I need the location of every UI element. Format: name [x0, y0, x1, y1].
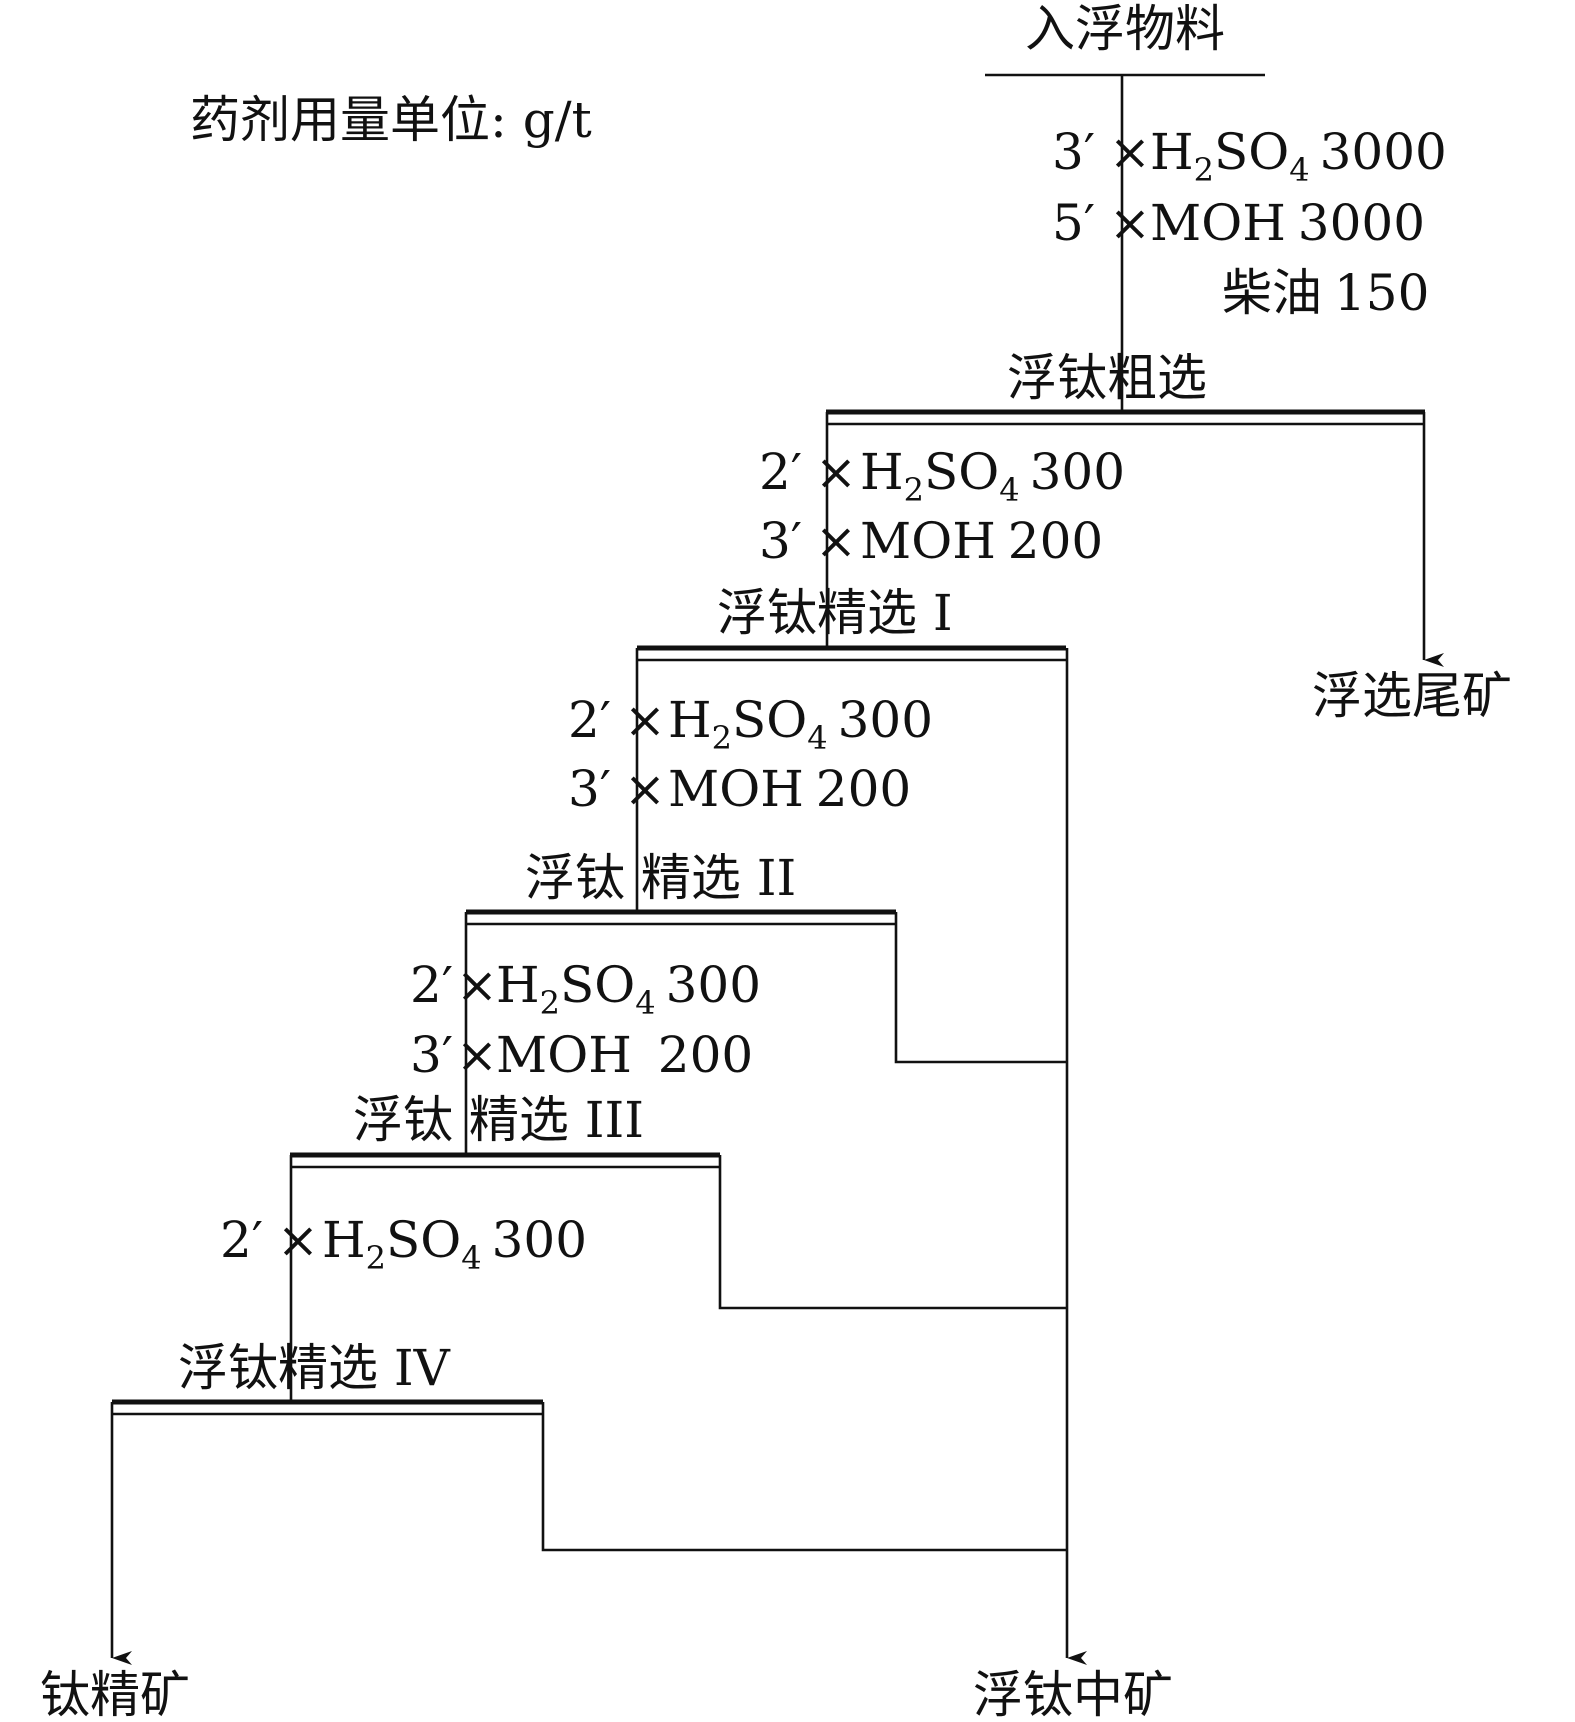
- reagent-separator: ×: [624, 691, 666, 749]
- dosage-unit-note: 药剂用量单位: g/t: [190, 91, 592, 149]
- product-concentrate-label: 钛精矿: [40, 1666, 190, 1722]
- reagent-separator: ×: [815, 512, 857, 570]
- reagent-separator: ×: [277, 1211, 319, 1269]
- cleaner-4-tails-line: [541, 1402, 1067, 1552]
- reagent-separator: ×: [456, 1026, 498, 1084]
- reagent-separator: ×: [815, 443, 857, 501]
- reagent-time: 2′: [410, 956, 453, 1014]
- reagent-time: 3′: [759, 512, 802, 570]
- product-tailings-label: 浮选尾矿: [1312, 667, 1512, 725]
- product-middlings-label: 浮钛中矿: [973, 1666, 1173, 1722]
- cleaner-3-tails-line: [718, 1155, 1067, 1310]
- reagent-time: 3′: [568, 760, 611, 818]
- stage-label-cleaner-2: 浮钛 精选 II: [525, 849, 796, 907]
- feed-label: 入浮物料: [1025, 0, 1225, 58]
- reagent-separator: ×: [1109, 123, 1151, 181]
- reagent-separator: ×: [1109, 194, 1151, 252]
- reagent-separator: ×: [456, 956, 498, 1014]
- reagent-time: 3′: [1052, 123, 1095, 181]
- reagent-time: 2′: [220, 1211, 263, 1269]
- reagent-time: 5′: [1052, 194, 1095, 252]
- reagent-time: 3′: [410, 1026, 453, 1084]
- cleaner-2-tails-line: [894, 912, 1067, 1064]
- stage-label-cleaner-1: 浮钛精选 I: [717, 584, 953, 642]
- reagent-time: 2′: [759, 443, 802, 501]
- stage-label-rougher: 浮钛粗选: [1007, 349, 1207, 407]
- stage-label-cleaner-3: 浮钛 精选 III: [353, 1091, 644, 1149]
- stage-label-cleaner-4: 浮钛精选 IV: [178, 1339, 451, 1397]
- reagent-time: 2′: [568, 691, 611, 749]
- reagent-separator: ×: [624, 760, 666, 818]
